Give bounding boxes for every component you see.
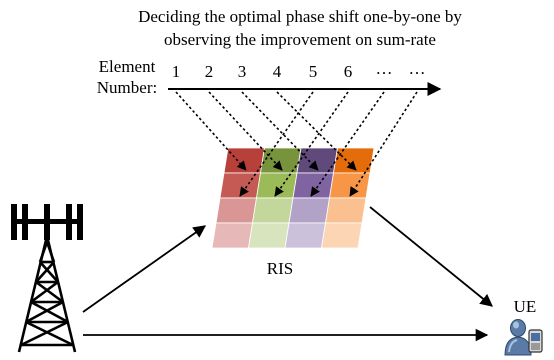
ris-element-cell bbox=[219, 172, 261, 199]
ris-element-cell bbox=[215, 197, 257, 224]
dotted-assignment-arrow bbox=[241, 91, 319, 171]
element-number-3: 3 bbox=[238, 62, 247, 81]
ris-element-cell bbox=[284, 222, 326, 249]
dotted-assignment-arrow bbox=[175, 91, 247, 171]
cell-tower-icon bbox=[11, 204, 83, 353]
ris-panel bbox=[211, 147, 375, 249]
element-number-list: 1 2 3 4 5 6 … … bbox=[172, 59, 426, 81]
element-number-ellipsis-1: … bbox=[376, 59, 393, 78]
element-number-ellipsis-2: … bbox=[409, 59, 426, 78]
axis-label-line-1: Element bbox=[99, 57, 156, 76]
element-number-1: 1 bbox=[172, 62, 181, 81]
dotted-assignment-arrow bbox=[276, 91, 357, 171]
ris-to-ue-arrow bbox=[369, 206, 493, 307]
phase-assignment-arrows bbox=[175, 91, 418, 197]
element-number-6: 6 bbox=[344, 62, 353, 81]
diagram-title-line-1: Deciding the optimal phase shift one-by-… bbox=[138, 7, 462, 26]
ris-element-cell bbox=[252, 197, 294, 224]
ris-element-cell bbox=[292, 172, 334, 199]
ris-element-cell bbox=[296, 147, 338, 174]
diagram-title-line-2: observing the improvement on sum-rate bbox=[164, 30, 436, 49]
bs-to-ris-arrow bbox=[82, 225, 207, 313]
element-number-5: 5 bbox=[309, 62, 318, 81]
dotted-assignment-arrow bbox=[274, 91, 349, 197]
element-number-2: 2 bbox=[205, 62, 214, 81]
ris-element-cell bbox=[329, 172, 371, 199]
dotted-assignment-arrow bbox=[239, 91, 314, 197]
axis-label-line-2: Number: bbox=[97, 78, 157, 97]
element-number-4: 4 bbox=[273, 62, 282, 81]
dotted-assignment-arrow bbox=[310, 91, 385, 197]
ris-element-cell bbox=[248, 222, 290, 249]
dotted-assignment-arrow bbox=[349, 91, 418, 197]
ris-element-cell bbox=[211, 222, 253, 249]
ris-label: RIS bbox=[267, 259, 293, 278]
ue-label: UE bbox=[514, 297, 537, 316]
ris-element-cell bbox=[325, 197, 367, 224]
ris-element-cell bbox=[321, 222, 363, 249]
ris-element-cell bbox=[256, 172, 298, 199]
ris-element-cell bbox=[288, 197, 330, 224]
user-equipment-icon bbox=[504, 319, 543, 356]
